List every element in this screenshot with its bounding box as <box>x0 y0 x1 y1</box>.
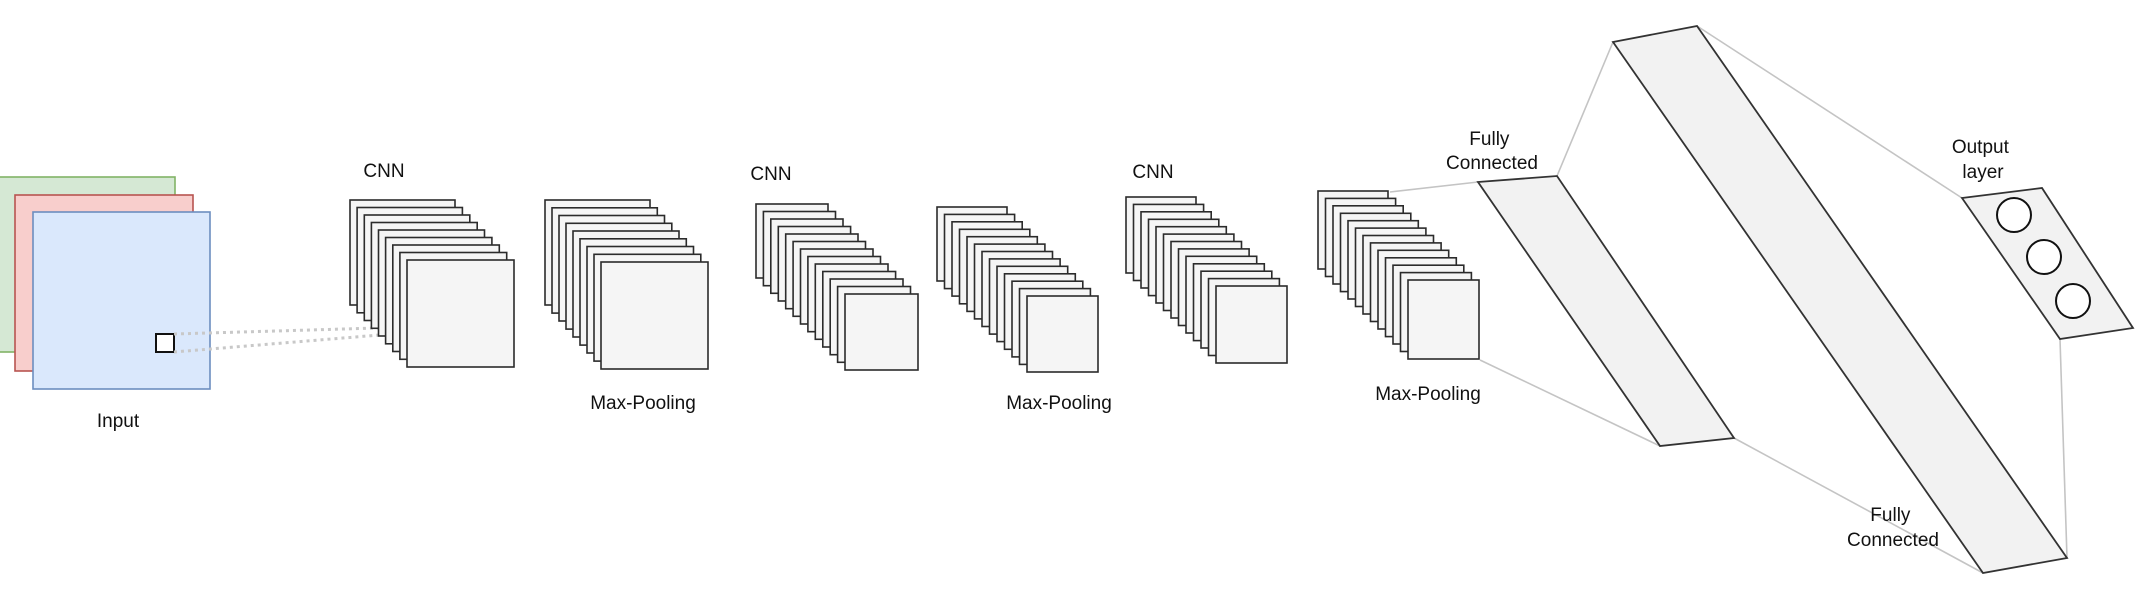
cnn-2-feature-map-13 <box>844 293 919 371</box>
maxpool-stack-2 <box>936 206 1099 373</box>
conn-fc1-to-fc2-top <box>1556 41 1614 177</box>
cnn-label-3: CNN <box>1132 162 1173 183</box>
fully-connected-label-1-line2: Connected <box>1446 153 1538 174</box>
fully-connected-label-1-line1: Fully <box>1469 129 1510 150</box>
fully-connected-label-1: Fully Connected <box>1446 129 1538 174</box>
input-channel-blue <box>32 211 211 390</box>
cnn-1-feature-map-9 <box>406 259 515 368</box>
output-layer-label: Output layer <box>1952 137 2014 183</box>
output-layer-label-line2: layer <box>1962 162 2004 183</box>
maxpool-label-3: Max-Pooling <box>1375 384 1481 405</box>
maxpool-stack-1 <box>544 199 709 370</box>
conn-fc1-to-fc2-bottom <box>1733 437 1984 574</box>
fully-connected-layer-2 <box>1611 25 2069 574</box>
fully-connected-layer-1 <box>1476 175 1736 447</box>
receptive-field-box <box>155 333 175 353</box>
dense-connections <box>1389 25 2068 574</box>
cnn-stack-1 <box>349 199 515 368</box>
fully-connected-label-2: Fully Connected <box>1847 505 1939 551</box>
maxpool-3-feature-map-13 <box>1407 279 1480 360</box>
cnn-stack-2 <box>755 203 919 371</box>
output-neurons <box>1996 197 2091 319</box>
maxpool-1-feature-map-9 <box>600 261 709 370</box>
conn-pool-to-fc1-bottom <box>1479 359 1661 447</box>
output-neuron-1 <box>1996 197 2032 233</box>
conn-fc2-to-out-top <box>1696 25 1963 199</box>
maxpool-2-feature-map-13 <box>1026 295 1099 373</box>
cnn-label-1: CNN <box>363 161 404 182</box>
output-neuron-3 <box>2055 283 2091 319</box>
maxpool-label-2: Max-Pooling <box>1006 393 1112 414</box>
input-image <box>0 176 446 390</box>
output-neuron-2 <box>2026 239 2062 275</box>
cnn-label-2: CNN <box>750 164 791 185</box>
fully-connected-label-2-line2: Connected <box>1847 530 1939 551</box>
cnn-3-feature-map-13 <box>1215 285 1288 364</box>
conn-fc2-to-out-bottom <box>2059 338 2068 559</box>
output-layer-label-line1: Output <box>1952 137 2010 158</box>
maxpool-stack-3 <box>1317 190 1480 360</box>
conn-pool-to-fc1-top <box>1389 181 1479 193</box>
maxpool-label-1: Max-Pooling <box>590 393 696 414</box>
receptive-field-projection-bottom <box>173 328 441 354</box>
input-label: Input <box>97 411 140 432</box>
fully-connected-label-2-line1: Fully <box>1870 505 1911 526</box>
cnn-stack-3 <box>1125 196 1288 364</box>
